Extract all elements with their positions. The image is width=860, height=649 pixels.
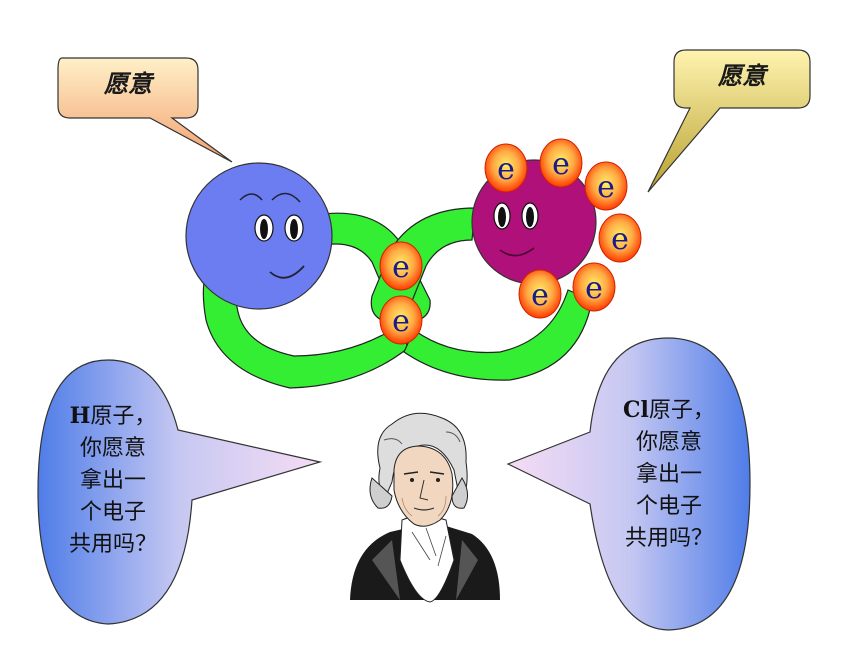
electron-cl-2: e [539,138,583,188]
electron-cl-3: e [584,161,628,211]
electron-cl-5: e [572,262,616,312]
h-atom [185,162,333,310]
question-left-line1-rest: 原子， [90,404,157,429]
cl-symbol: Cl [623,397,649,423]
electron-label: e [392,250,410,285]
electron-label: e [497,152,515,187]
bubble-left [37,359,323,625]
question-right-line1: Cl原子， [606,394,732,427]
electron-shared-1: e [379,241,423,291]
question-right-line3: 拿出一 [635,462,702,487]
callout-right [647,49,811,193]
electron-cl-6: e [518,269,562,319]
callout-right-label: 愿意 [718,61,766,90]
electron-label: e [597,170,615,205]
electron-label: e [611,222,629,257]
electron-group: e e e e e e e e [379,138,642,345]
question-left-line1: H原子， [50,400,176,433]
question-right-line5: 共用吗？ [624,526,713,551]
question-right: Cl原子， 你愿意 拿出一 个电子 共用吗？ [606,394,732,555]
question-left-line4: 个电子 [79,500,146,525]
electron-cl-1: e [484,143,528,193]
question-left-line5: 共用吗？ [68,532,157,557]
electron-label: e [392,304,410,339]
question-left-line2: 你愿意 [79,436,146,461]
electron-label: e [585,271,603,306]
electron-label: e [552,147,570,182]
question-left-line3: 拿出一 [79,468,146,493]
question-right-line1-rest: 原子， [648,398,715,423]
question-left: H原子， 你愿意 拿出一 个电子 共用吗？ [50,400,176,561]
question-right-line2: 你愿意 [635,430,702,455]
h-symbol: H [69,403,91,429]
bubble-right [506,337,751,631]
electron-cl-4: e [598,213,642,263]
callout-left [57,57,233,163]
electron-shared-2: e [379,295,423,345]
callout-left-label: 愿意 [104,69,152,98]
question-right-line4: 个电子 [635,494,702,519]
electron-label: e [531,278,549,313]
portrait-illustration [350,412,500,603]
